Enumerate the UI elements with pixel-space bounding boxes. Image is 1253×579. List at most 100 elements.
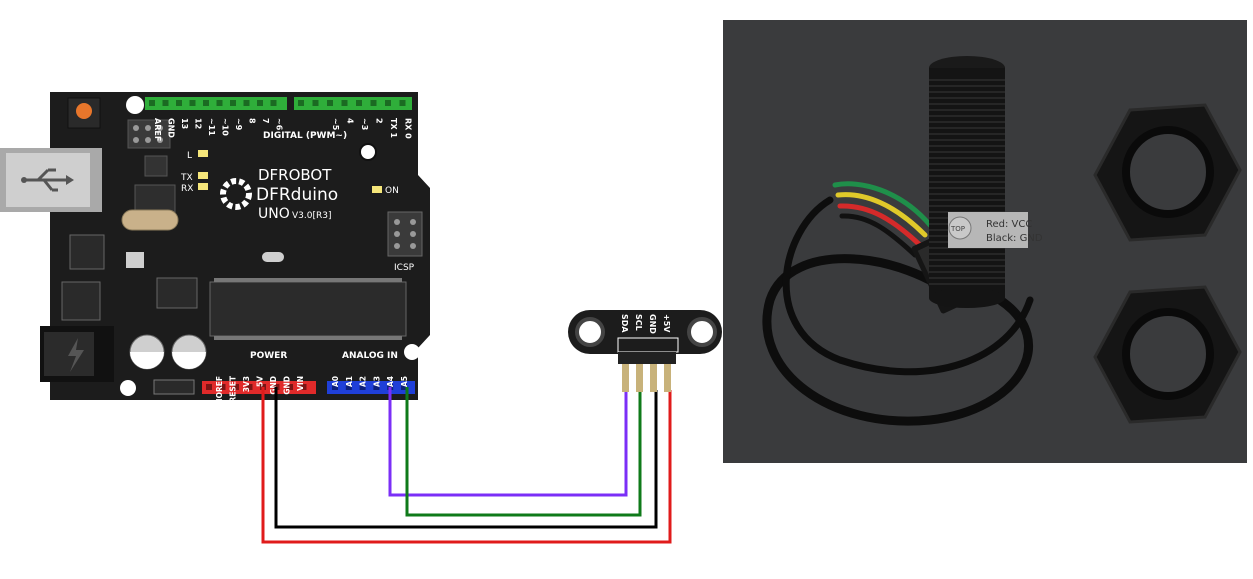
power-pin-label: IOREF <box>215 376 224 401</box>
digital-pin-label: GND <box>167 118 176 138</box>
digital-pin-label: 8 <box>248 118 257 124</box>
led-rx-label: RX <box>181 184 193 194</box>
icsp-header <box>387 211 423 257</box>
sensor-wires <box>832 181 933 258</box>
gear-icon <box>220 178 252 210</box>
power-header-label: POWER <box>250 351 287 361</box>
board-variant: UNO <box>258 206 290 222</box>
header-hole <box>298 100 304 106</box>
oscillator <box>262 252 284 262</box>
on-label: ON <box>385 186 399 196</box>
mounting-hole <box>359 143 377 161</box>
module-hole-right <box>687 317 717 347</box>
analog-pin-label: A4 <box>386 376 395 387</box>
power-pin-label: 5V <box>256 376 265 387</box>
module-pin-label: SDA <box>620 314 629 333</box>
cable-label-line2: Black: GND <box>986 233 1043 244</box>
mounting-hole <box>126 96 144 114</box>
digital-header <box>145 97 412 110</box>
header-hole <box>401 384 407 390</box>
crystal <box>121 209 179 231</box>
digital-pin-label: ~5 <box>331 118 340 131</box>
header-hole <box>341 100 348 106</box>
header-hole <box>356 100 362 106</box>
mounting-hole <box>120 380 136 396</box>
digital-pin-label: 13 <box>180 118 189 129</box>
regulator-2 <box>61 281 101 321</box>
header-hole <box>270 100 277 106</box>
wires <box>261 387 672 544</box>
analog-pin-label: A5 <box>400 376 409 387</box>
led-l-label: L <box>187 151 192 161</box>
diode <box>153 379 195 395</box>
lightning-icon <box>68 338 84 372</box>
power-pin-label: 3V3 <box>242 376 251 392</box>
module-hole-left <box>575 317 605 347</box>
digital-pin-label: ~9 <box>234 118 243 131</box>
module-pin-label: SCL <box>634 314 643 331</box>
led-l <box>198 150 208 157</box>
header-hole <box>327 100 333 106</box>
sensor-photo: Red: VCC Black: GND TOP <box>723 20 1247 463</box>
digital-pin-label: TX 1 <box>389 118 398 138</box>
analog-pin-label: A1 <box>345 376 354 387</box>
header-hole <box>332 384 338 390</box>
header-hole <box>162 100 169 106</box>
wire-gnd <box>274 387 658 529</box>
icsp-label: ICSP <box>394 263 415 273</box>
header-hole <box>189 100 196 106</box>
header-hole <box>243 100 250 106</box>
digital-pin-label: ~10 <box>221 118 230 136</box>
module-pin-label: GND <box>648 314 657 334</box>
arduino-board: ICSP L TX RX ON DFROBOT DFRduino UNO V3.… <box>0 92 430 403</box>
usb-icon <box>26 168 66 192</box>
cable-label-line1: Red: VCC <box>986 219 1032 230</box>
wire-a4-sda <box>388 387 628 497</box>
digital-pin-label: 2 <box>375 118 384 124</box>
header-hole <box>176 100 182 106</box>
module-pcb <box>568 310 722 354</box>
header-hole <box>312 100 319 106</box>
header-hole <box>287 384 293 390</box>
digital-pin-label: 7 <box>261 118 270 124</box>
digital-pin-label: AREF <box>153 118 162 141</box>
header-hole <box>233 384 239 390</box>
led-rx <box>198 183 208 190</box>
cap-label: TOP <box>950 225 965 233</box>
wire-5v <box>261 387 672 544</box>
led-tx <box>198 172 208 179</box>
icsp-header-usb <box>127 119 171 149</box>
digital-pin-label: ~6 <box>275 118 284 131</box>
hex-nut-top <box>1093 103 1242 242</box>
analog-header-label: ANALOG IN <box>342 351 398 361</box>
resistor-pack <box>126 252 144 268</box>
header-hole <box>149 100 155 106</box>
header-hole <box>385 100 391 106</box>
header-hole <box>359 384 366 390</box>
led-on <box>372 186 382 193</box>
capacitor <box>171 334 207 370</box>
power-jack <box>40 326 114 382</box>
analog-pin-label: A3 <box>372 376 381 387</box>
capacitor <box>129 334 165 370</box>
power-pin-label: RESET <box>229 375 238 402</box>
chip-small <box>144 155 168 177</box>
mounting-hole <box>404 344 420 360</box>
header-hole <box>203 100 209 106</box>
header-hole <box>219 384 226 390</box>
digital-header-label: DIGITAL (PWM~) <box>263 131 347 141</box>
header-hole <box>257 100 263 106</box>
digital-pin-label: RX 0 <box>404 118 413 139</box>
header-hole <box>246 384 253 390</box>
analog-pin-label: A2 <box>359 376 368 387</box>
wire-a5-scl <box>405 387 642 517</box>
header-hole <box>370 100 377 106</box>
power-pin-label: GND <box>269 376 278 395</box>
